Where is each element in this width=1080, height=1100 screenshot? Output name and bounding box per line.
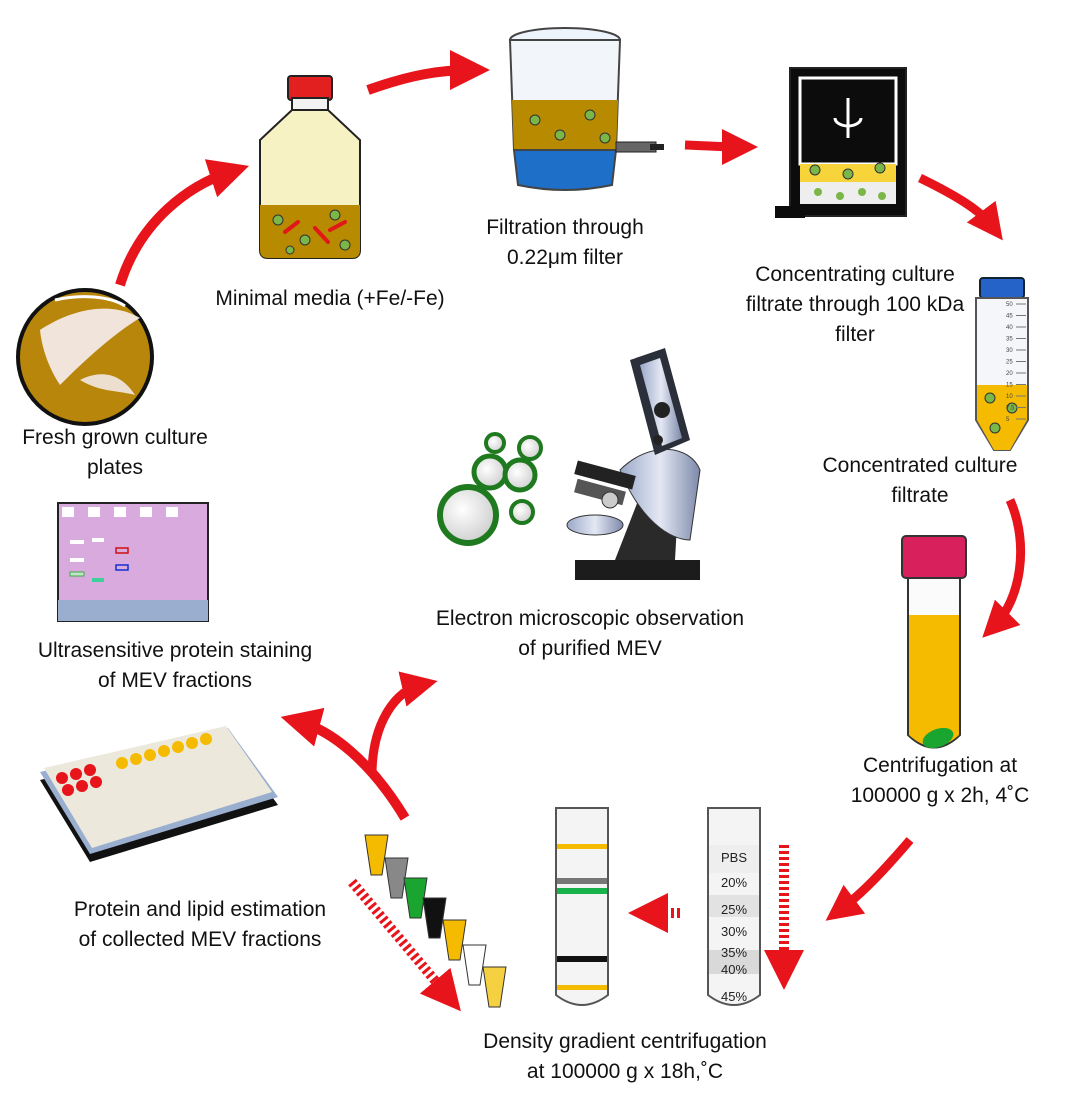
tube-scale-label: 20 [1006,371,1013,377]
tube-scale-label: 7.5 [1006,406,1015,412]
tube-scale-label: 40 [1006,325,1013,331]
fraction-tubes-icon [364,834,507,1008]
arrow-centrifuge-to-gradient [825,837,914,921]
microscope-icon [566,348,701,580]
tube-scale-label: 25 [1006,360,1013,366]
label-fresh-plates: Fresh grown culture plates [22,426,208,479]
filtration-unit-icon [508,27,664,191]
label-minimal-media: Minimal media (+Fe/-Fe) [215,287,445,310]
gradient-layer-label: 20% [721,875,747,890]
workflow-arrows [115,50,1026,1012]
gradient-layer-label: 40% [721,962,747,977]
label-filtration: Filtration through 0.22μm filter [486,216,644,269]
label-centrifugation: Centrifugation at 100000 g x 2h, 4˚C [850,754,1030,807]
concentrator-unit-icon [775,67,907,218]
label-electron-microscopy: Electron microscopic observation of puri… [435,607,745,660]
gradient-layer-label: 35% [721,945,747,960]
arrow-filtration-to-concentrator [684,128,758,165]
separated-tube-icon [555,807,609,1006]
label-density-gradient: Density gradient centrifugation at 10000… [483,1030,767,1083]
arrow-to-staining [280,707,410,821]
protein-gel-icon [57,502,209,622]
culture-plate-icon [16,288,154,426]
gradient-layer-labels: PBS 20% 25% 30% 35% 40% 45% [721,850,747,1004]
gradient-layer-label: 25% [721,902,747,917]
well-plate-icon [40,726,278,862]
gradient-layer-label: PBS [721,850,747,865]
tube-scale-label: 30 [1006,348,1013,354]
label-concentrating: Concentrating culture filtrate through 1… [745,263,965,346]
label-protein-staining: Ultrasensitive protein staining of MEV f… [37,639,313,692]
tube-scale-label: 35 [1006,337,1013,343]
gradient-layer-label: 30% [721,924,747,939]
tube-scale-label: 5 [1006,417,1010,423]
conical-tube-scale: 50 45 40 35 30 25 20 15 10 7.5 5 [1006,302,1026,423]
arrow-concentrator-to-tube [918,173,1003,241]
gradient-tube-icon [707,807,761,1006]
tube-scale-label: 45 [1006,314,1013,320]
arrow-media-to-filtration [366,50,490,95]
label-protein-lipid: Protein and lipid estimation of collecte… [73,898,327,951]
gradient-layer-label: 45% [721,989,747,1004]
arrow-plate-to-media [115,159,250,287]
centrifuge-tube-icon [901,535,967,749]
tube-scale-label: 15 [1006,383,1013,389]
vesicles-icon [437,432,543,546]
arrow-to-microscopy [367,671,438,776]
culture-flask-icon [259,75,361,259]
label-concentrated: Concentrated culture filtrate [822,454,1018,507]
tube-scale-label: 10 [1006,394,1013,400]
tube-scale-label: 50 [1006,302,1013,308]
conical-tube-icon [975,277,1029,451]
arrow-tube-to-centrifuge [982,498,1026,638]
arrow-fraction-collection [348,878,461,1012]
